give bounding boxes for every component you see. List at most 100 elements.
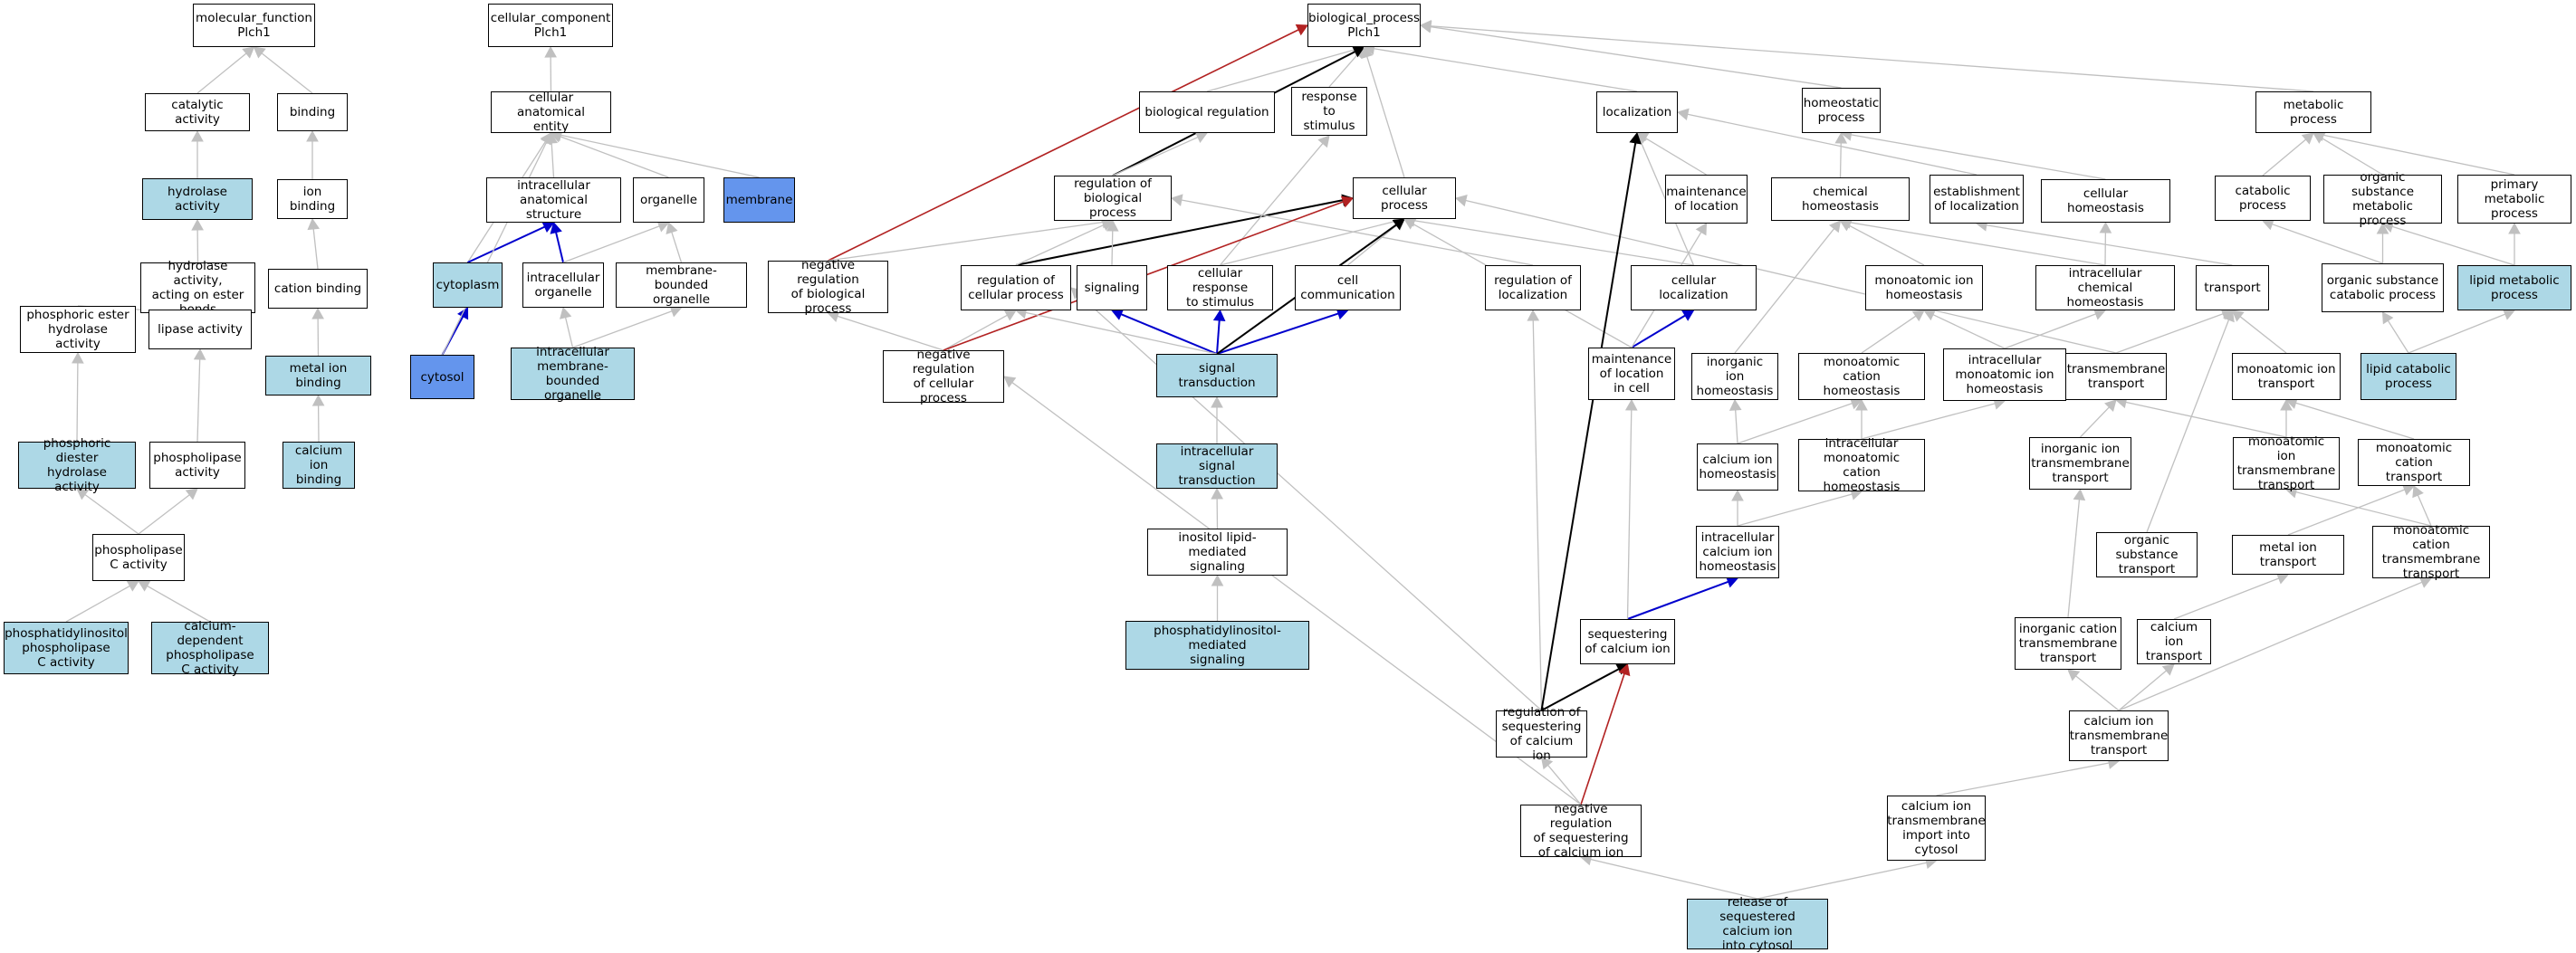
term-node-pi-plc[interactable]: phosphatidylinositol phospholipase C act… (4, 622, 129, 674)
term-node-rts[interactable]: response to stimulus (1291, 87, 1367, 136)
term-node-inorg-tm[interactable]: inorganic ion transmembrane transport (2029, 437, 2131, 490)
term-node-osmp[interactable]: organic substance metabolic process (2323, 170, 2442, 228)
term-node-monocat-transport[interactable]: monoatomic cation transport (2358, 439, 2470, 486)
term-node-metalion[interactable]: metal ion binding (265, 356, 371, 395)
edge-is-a (1735, 409, 1738, 444)
term-node-ca-import[interactable]: calcium ion transmembrane import into cy… (1887, 796, 1986, 861)
term-node-phospholipase[interactable]: phospholipase activity (149, 442, 245, 489)
term-node-catalytic[interactable]: catalytic activity (145, 93, 250, 131)
term-node-signaling[interactable]: signaling (1077, 265, 1147, 310)
term-node-reg-seq[interactable]: regulation of sequestering of calcium io… (1496, 705, 1587, 763)
term-node-metal-transport[interactable]: metal ion transport (2232, 535, 2344, 575)
edge-arrowhead (76, 488, 90, 500)
term-node-organelle[interactable]: organelle (633, 177, 704, 223)
term-node-tm-transport[interactable]: transmembrane transport (2065, 353, 2167, 400)
edge-part-of (1541, 668, 1620, 711)
term-node-calciumbinding[interactable]: calcium ion binding (282, 442, 355, 489)
term-node-sigtrans[interactable]: signal transduction (1156, 354, 1278, 397)
term-node-mono-tm[interactable]: monoatomic ion transmembrane transport (2233, 434, 2340, 492)
term-node-mono-homeo[interactable]: monoatomic ion homeostasis (1865, 265, 1983, 310)
term-node-plc[interactable]: phospholipase C activity (92, 534, 185, 581)
edge-arrowhead (1392, 218, 1405, 231)
term-node-intra-monocat[interactable]: intracellular monoatomic cation homeosta… (1798, 436, 1925, 494)
edge-is-a (1645, 138, 1707, 176)
term-node-intra-ca[interactable]: intracellular calcium ion homeostasis (1696, 526, 1779, 578)
edge-is-a (65, 585, 130, 623)
term-node-os-transport[interactable]: organic substance transport (2096, 532, 2198, 577)
term-node-cellproc[interactable]: cellular process (1353, 177, 1456, 219)
term-node-mf[interactable]: molecular_function Plch1 (193, 4, 315, 47)
term-node-bioreg[interactable]: biological regulation (1139, 91, 1275, 133)
term-node-crs[interactable]: cellular response to stimulus (1167, 265, 1273, 310)
term-node-cell-homeo[interactable]: cellular homeostasis (2041, 179, 2170, 223)
term-node-lipid-met[interactable]: lipid metabolic process (2457, 265, 2571, 310)
term-node-imbo[interactable]: intracellular membrane-bounded organelle (511, 345, 635, 403)
term-node-oscp[interactable]: organic substance catabolic process (2322, 263, 2444, 312)
term-node-negreg-seq[interactable]: negative regulation of sequestering of c… (1520, 802, 1642, 860)
edge-part-of-blue (1120, 313, 1218, 355)
term-node-metabolic[interactable]: metabolic process (2255, 91, 2371, 133)
term-node-intra-chem[interactable]: intracellular chemical homeostasis (2035, 265, 2175, 310)
term-node-bp[interactable]: biological_process Plch1 (1307, 4, 1421, 47)
edge-is-a (1347, 224, 1397, 266)
term-node-regbp[interactable]: regulation of biological process (1054, 176, 1172, 221)
edge-is-a (943, 314, 1008, 351)
term-node-cae[interactable]: cellular anatomical entity (491, 91, 611, 134)
term-node-hydrolase[interactable]: hydrolase activity (142, 178, 253, 220)
term-node-negregcp[interactable]: negative regulation of cellular process (883, 348, 1004, 405)
term-node-mono-transport[interactable]: monoatomic ion transport (2232, 353, 2341, 400)
term-node-phosphoric-diester[interactable]: phosphoric diester hydrolase activity (18, 436, 136, 494)
term-node-chem-homeo[interactable]: chemical homeostasis (1771, 177, 1910, 221)
term-node-ca-homeo[interactable]: calcium ion homeostasis (1697, 443, 1778, 491)
term-node-ca-plc[interactable]: calcium-dependent phospholipase C activi… (151, 619, 269, 677)
term-node-maint-loc[interactable]: maintenance of location (1665, 175, 1748, 224)
term-node-intra-mono[interactable]: intracellular monoatomic ion homeostasis (1943, 348, 2066, 401)
term-node-monocat-tm[interactable]: monoatomic cation transmembrane transpor… (2372, 523, 2490, 581)
edge-arrowhead (1111, 309, 1125, 320)
edge-arrowhead (2412, 485, 2424, 499)
term-node-localization[interactable]: localization (1596, 91, 1678, 133)
term-node-pi-sig[interactable]: phosphatidylinositol-mediated signaling (1125, 621, 1309, 670)
term-node-phosphoric-ester[interactable]: phosphoric ester hydrolase activity (20, 306, 136, 353)
edge-arrowhead (1106, 219, 1119, 232)
edge-arrowhead (2502, 308, 2515, 320)
term-node-inorgcat-tm[interactable]: inorganic cation transmembrane transport (2015, 617, 2121, 670)
term-node-maint-cell[interactable]: maintenance of location in cell (1588, 348, 1675, 400)
term-node-cytosol[interactable]: cytosol (410, 355, 474, 399)
term-node-seq-ca[interactable]: sequestering of calcium ion (1580, 619, 1675, 664)
term-node-release[interactable]: release of sequestered calcium ion into … (1687, 895, 1828, 953)
term-node-ias[interactable]: intracellular anatomical structure (486, 177, 621, 223)
term-node-lipase[interactable]: lipase activity (148, 310, 252, 349)
term-node-transport[interactable]: transport (2196, 265, 2269, 310)
edge-arrowhead (2067, 669, 2081, 681)
term-node-catabolic[interactable]: catabolic process (2215, 176, 2311, 221)
term-node-io[interactable]: intracellular organelle (522, 262, 604, 308)
term-node-hydrolase-ester[interactable]: hydrolase activity, acting on ester bond… (140, 259, 255, 317)
term-node-estab-loc[interactable]: establishment of localization (1930, 175, 2024, 224)
term-node-lipid-cat[interactable]: lipid catabolic process (2361, 353, 2456, 400)
term-node-cellcomm[interactable]: cell communication (1295, 265, 1401, 310)
term-node-regloc[interactable]: regulation of localization (1485, 265, 1581, 310)
term-node-binding[interactable]: binding (277, 93, 348, 131)
term-node-membrane[interactable]: membrane (723, 177, 795, 223)
term-node-cellloc[interactable]: cellular localization (1631, 265, 1757, 310)
term-node-ca-tm[interactable]: calcium ion transmembrane transport (2069, 710, 2169, 761)
edge-arrowhead (311, 394, 325, 406)
edge-arrowhead (1317, 135, 1330, 148)
term-node-regcp[interactable]: regulation of cellular process (961, 265, 1071, 310)
term-node-intra-sig[interactable]: intracellular signal transduction (1156, 443, 1278, 489)
term-node-cytoplasm[interactable]: cytoplasm (433, 262, 503, 308)
term-node-inositol-sig[interactable]: inositol lipid-mediated signaling (1147, 529, 1288, 576)
term-node-cc[interactable]: cellular_component Plch1 (488, 4, 613, 47)
edge-arrowhead (2301, 132, 2314, 145)
term-node-homeostatic[interactable]: homeostatic process (1802, 88, 1881, 133)
term-node-ca-transport[interactable]: calcium ion transport (2137, 619, 2211, 664)
edge-arrowhead (2275, 572, 2289, 585)
term-node-primary-met[interactable]: primary metabolic process (2457, 175, 2571, 224)
term-node-monocat-homeo[interactable]: monoatomic cation homeostasis (1798, 353, 1925, 400)
term-node-inorg-homeo[interactable]: inorganic ion homeostasis (1691, 353, 1778, 400)
term-node-ionbinding[interactable]: ion binding (277, 179, 348, 219)
term-node-cationbinding[interactable]: cation binding (268, 269, 368, 309)
term-node-mbo[interactable]: membrane-bounded organelle (616, 262, 747, 308)
term-node-negregbp[interactable]: negative regulation of biological proces… (768, 258, 888, 316)
